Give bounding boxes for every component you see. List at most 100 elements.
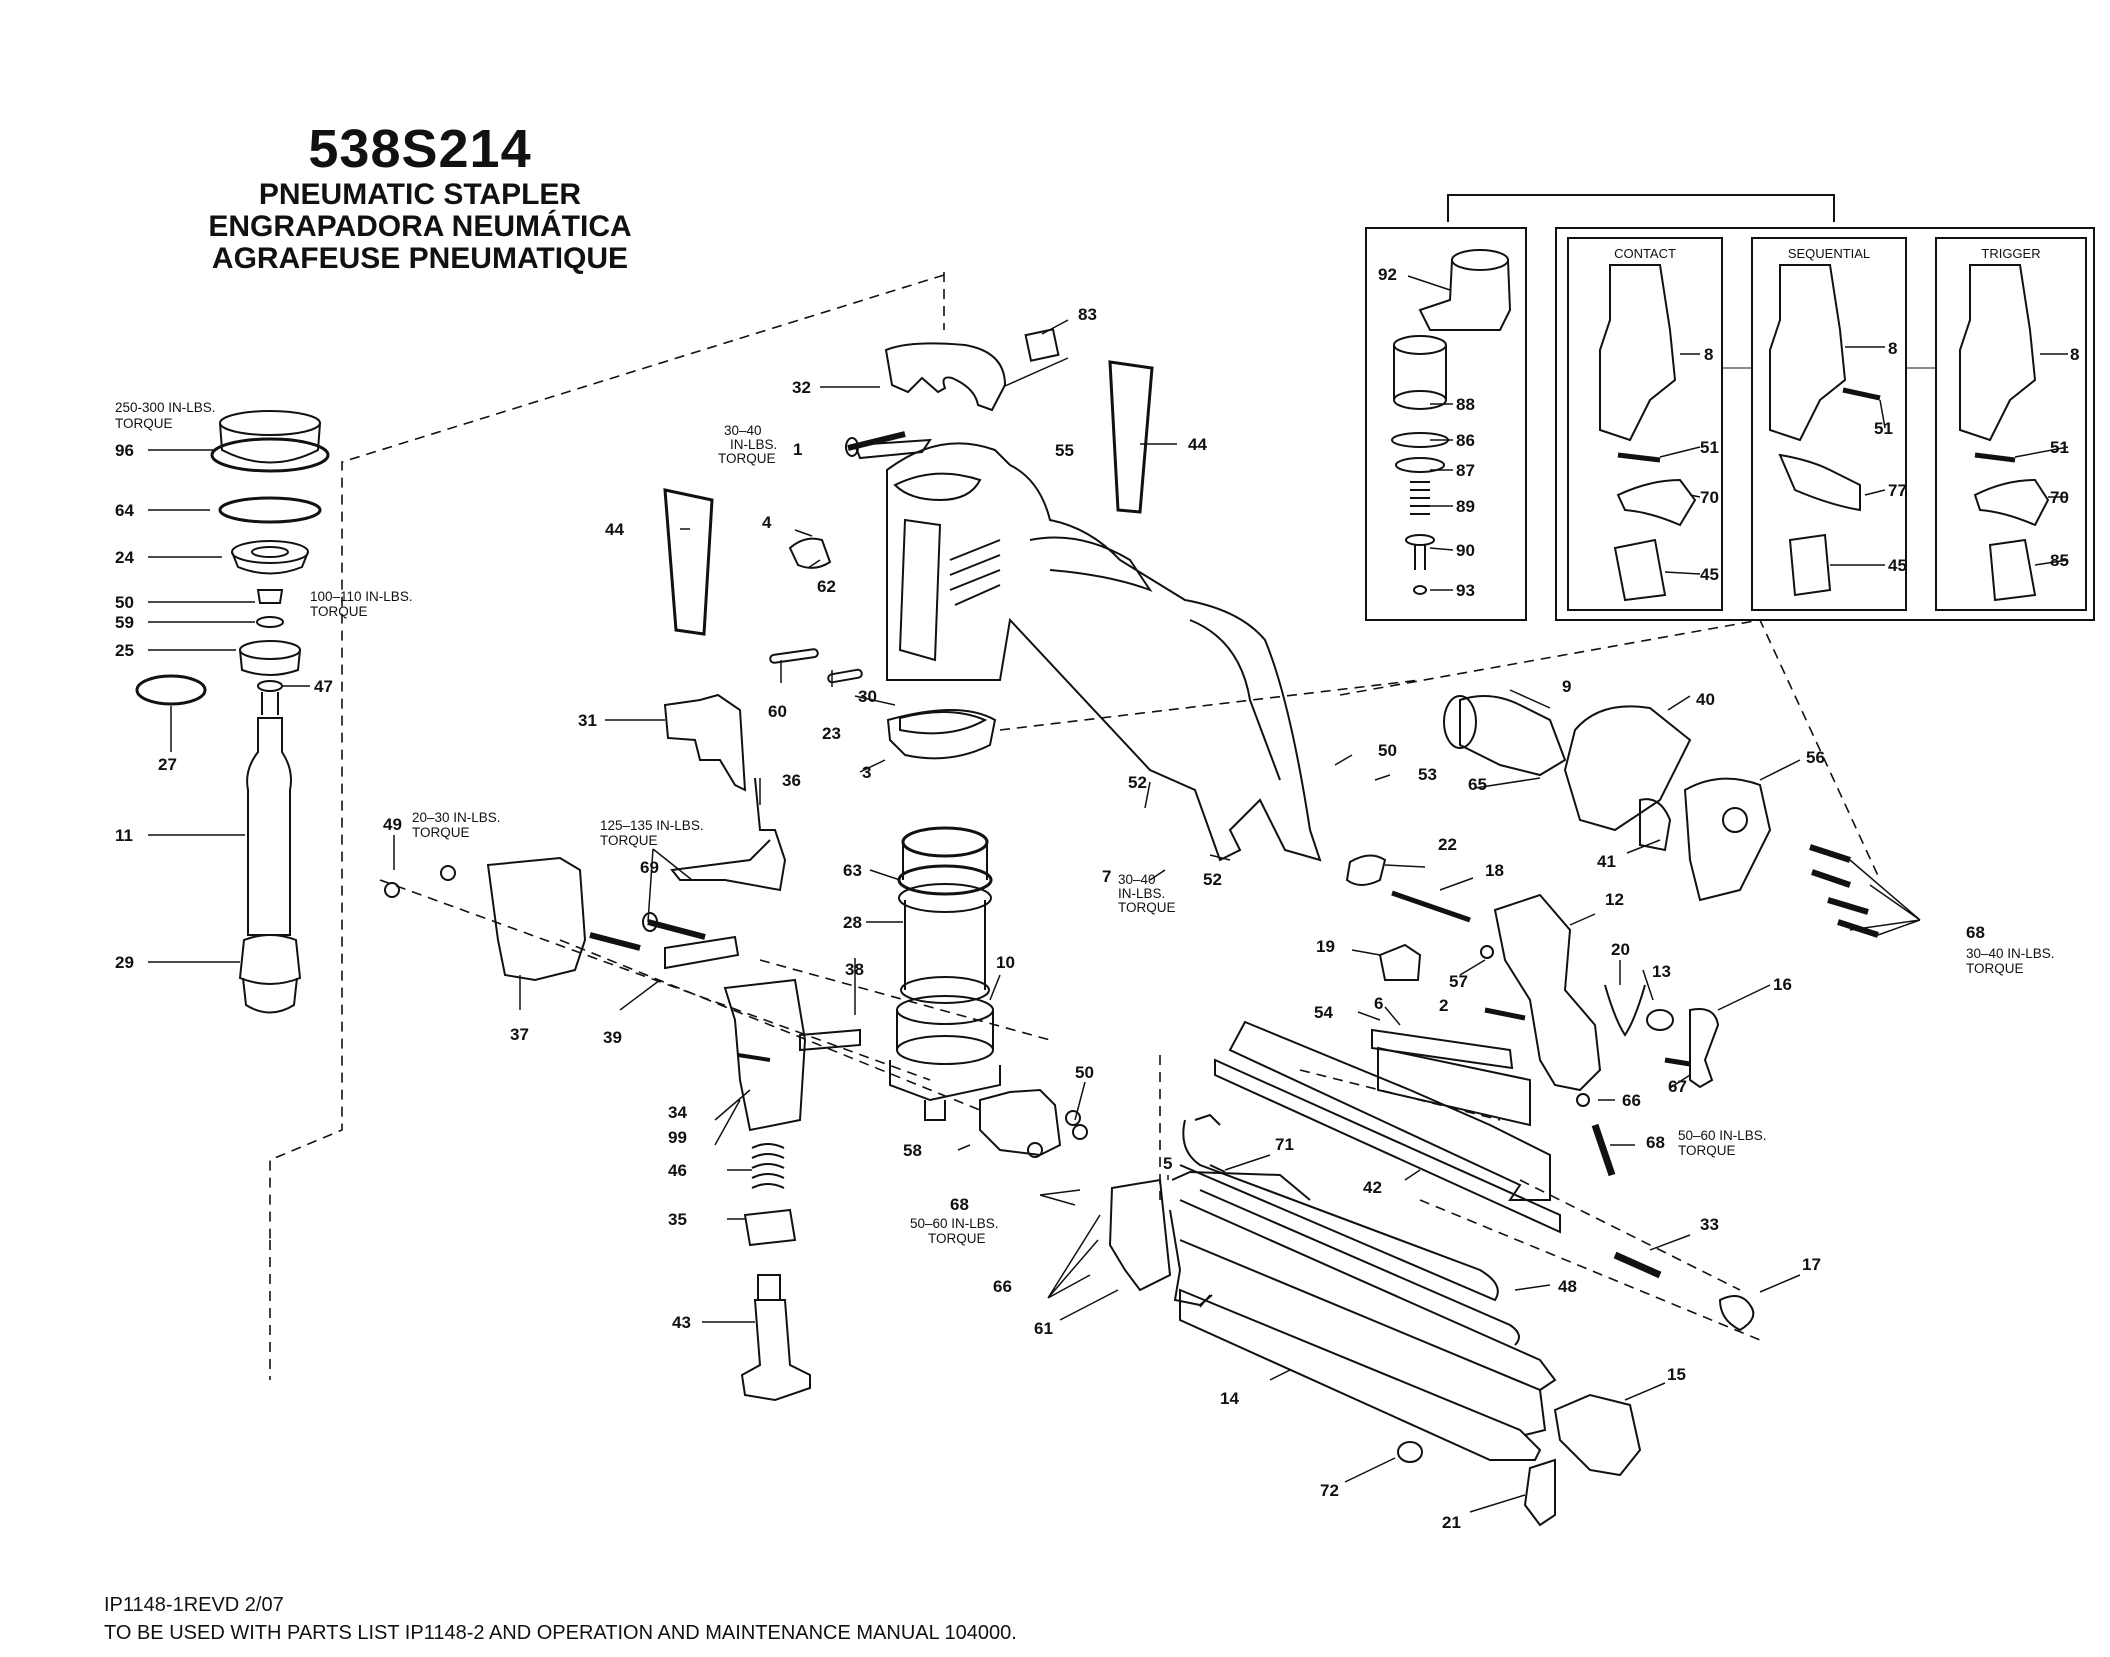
label-52b: 52	[1203, 870, 1222, 889]
label-21: 21	[1442, 1513, 1461, 1532]
contact-label-8: 8	[1704, 345, 1713, 364]
contact-title: CONTACT	[1614, 246, 1676, 261]
label-42: 42	[1363, 1178, 1382, 1197]
torque-50-line2: TORQUE	[310, 604, 368, 619]
label-54: 54	[1314, 1003, 1333, 1022]
label-90: 90	[1456, 541, 1475, 560]
label-15: 15	[1667, 1365, 1686, 1384]
label-9: 9	[1562, 677, 1571, 696]
torque-69-line2: TORQUE	[600, 833, 658, 848]
trigger-box	[1935, 237, 2087, 611]
label-87: 87	[1456, 461, 1475, 480]
label-13: 13	[1652, 962, 1671, 981]
torque-68b-line1: 50–60 IN-LBS.	[1678, 1128, 1767, 1143]
trigger-label-51: 51	[2050, 438, 2069, 457]
torque-1-line1: 30–40	[724, 423, 762, 438]
trigger-trigger-parts	[1959, 264, 2050, 602]
body-fasteners	[769, 431, 997, 760]
torque-68c-line1: 30–40 IN-LBS.	[1966, 946, 2055, 961]
label-11: 11	[115, 826, 133, 845]
label-38: 38	[845, 960, 864, 979]
label-7: 7	[1102, 867, 1111, 886]
trigger-title: TRIGGER	[1981, 246, 2040, 261]
torque-7-line3: TORQUE	[1118, 900, 1176, 915]
label-71: 71	[1275, 1135, 1294, 1154]
label-86: 86	[1456, 431, 1475, 450]
torque-7-line1: 30–40	[1118, 872, 1156, 887]
label-30: 30	[858, 687, 877, 706]
label-56: 56	[1806, 748, 1825, 767]
label-89: 89	[1456, 497, 1475, 516]
label-59: 59	[115, 613, 134, 632]
label-99: 99	[668, 1128, 687, 1147]
driver-blade-parts	[740, 1143, 811, 1402]
label-23: 23	[822, 724, 841, 743]
nose-parts	[979, 1088, 1088, 1158]
sequential-trigger-parts	[1769, 264, 1881, 597]
label-66b: 66	[993, 1277, 1012, 1296]
label-44b: 44	[605, 520, 624, 539]
torque-1-line2: IN-LBS.	[730, 437, 777, 452]
label-49: 49	[383, 815, 402, 834]
label-33: 33	[1700, 1215, 1719, 1234]
label-69: 69	[640, 858, 659, 877]
torque-1-line3: TORQUE	[718, 451, 776, 466]
label-37: 37	[510, 1025, 529, 1044]
label-63: 63	[843, 861, 862, 880]
label-2: 2	[1439, 996, 1448, 1015]
label-29: 29	[115, 953, 134, 972]
label-3: 3	[862, 763, 871, 782]
part-labels: 96 64 24 50 59 25 47 27 11 29 32 83 1 55…	[115, 265, 2079, 1532]
gasket-right	[1108, 360, 1154, 514]
label-1: 1	[793, 440, 802, 459]
document-id: IP1148-1REVD 2/07	[104, 1594, 284, 1616]
label-53: 53	[1418, 765, 1437, 784]
gasket-left	[663, 488, 714, 636]
label-92: 92	[1378, 265, 1397, 284]
label-48: 48	[1558, 1277, 1577, 1296]
label-68b: 68	[1646, 1133, 1665, 1152]
label-27: 27	[158, 755, 177, 774]
label-88: 88	[1456, 395, 1475, 414]
label-12: 12	[1605, 890, 1624, 909]
label-67: 67	[1668, 1077, 1687, 1096]
leader-lines	[148, 275, 2069, 1513]
torque-96-line2: TORQUE	[115, 416, 173, 431]
inset-parts	[1391, 249, 2050, 602]
label-44a: 44	[1188, 435, 1207, 454]
product-name-en: PNEUMATIC STAPLER	[258, 178, 582, 211]
model-number: 538S214	[308, 119, 532, 179]
label-32: 32	[792, 378, 811, 397]
label-14: 14	[1220, 1389, 1239, 1408]
label-58: 58	[903, 1141, 922, 1160]
label-20: 20	[1611, 940, 1630, 959]
label-46: 46	[668, 1161, 687, 1180]
label-72: 72	[1320, 1481, 1339, 1500]
torque-50-line1: 100–110 IN-LBS.	[310, 589, 413, 604]
contact-label-70: 70	[1700, 488, 1719, 507]
torque-49-line2: TORQUE	[412, 825, 470, 840]
contact-trigger-parts	[1599, 264, 1697, 602]
label-52a: 52	[1128, 773, 1147, 792]
trigger-variant-box	[1555, 227, 2095, 621]
sequential-label-45: 45	[1888, 556, 1907, 575]
label-65: 65	[1468, 775, 1487, 794]
label-50b: 50	[1075, 1063, 1094, 1082]
label-64: 64	[115, 501, 134, 520]
label-17: 17	[1802, 1255, 1821, 1274]
sequential-box	[1751, 237, 1907, 611]
label-36: 36	[782, 771, 801, 790]
label-60: 60	[768, 702, 787, 721]
label-34: 34	[668, 1103, 687, 1122]
trigger-options-panel	[1365, 194, 2095, 621]
assembly-guide-lines	[269, 272, 1881, 1380]
product-name-es: ENGRAPADORA NEUMÁTICA	[208, 210, 632, 243]
sequential-title: SEQUENTIAL	[1788, 246, 1870, 261]
label-39: 39	[603, 1028, 622, 1047]
label-10: 10	[996, 953, 1015, 972]
label-28: 28	[843, 913, 862, 932]
torque-69-line1: 125–135 IN-LBS.	[600, 818, 704, 833]
label-68c: 68	[950, 1195, 969, 1214]
sequential-label-77: 77	[1888, 481, 1907, 500]
